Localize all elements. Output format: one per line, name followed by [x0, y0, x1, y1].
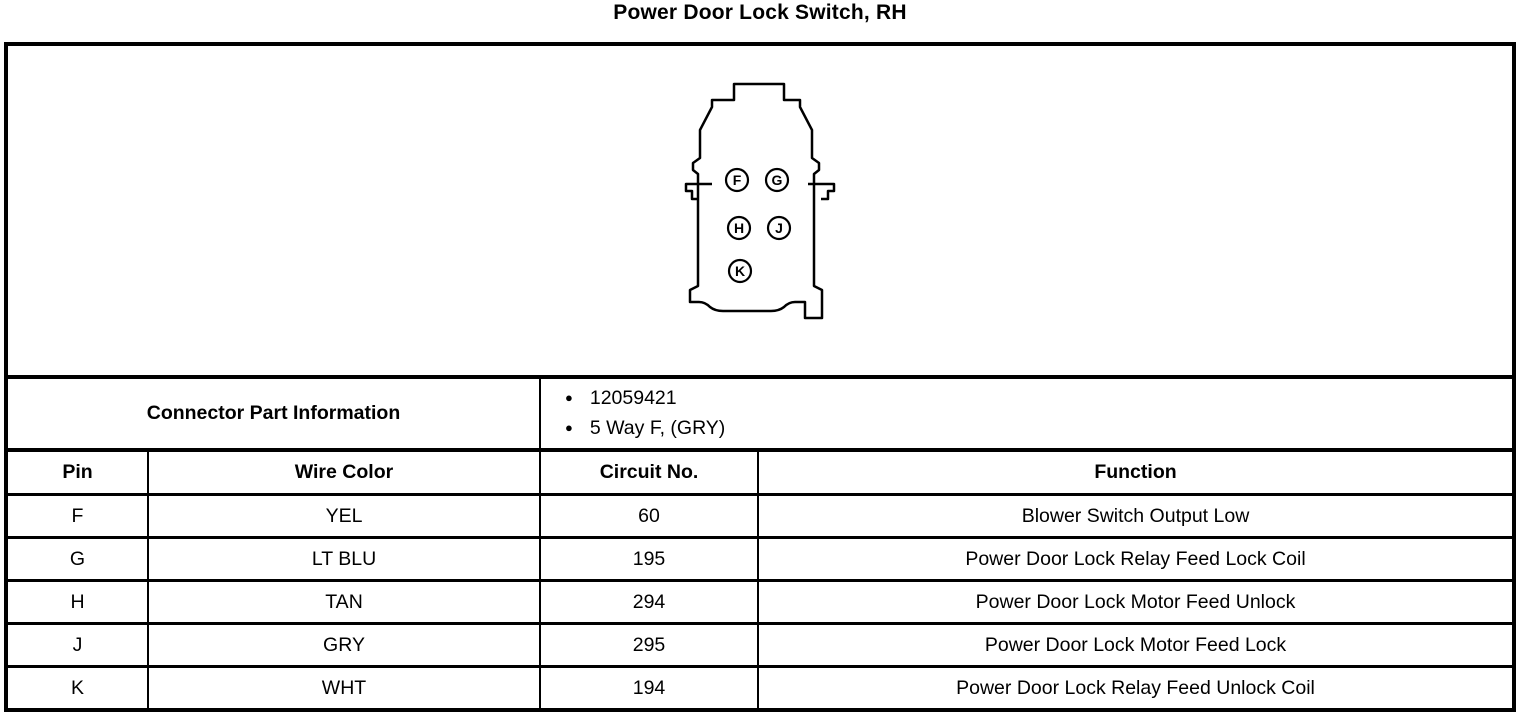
connector-diagram: F G H J K	[684, 82, 836, 320]
pin-g-label: G	[772, 172, 783, 188]
table-row: H TAN 294 Power Door Lock Motor Feed Unl…	[5, 579, 1515, 625]
circuit-no-cell: 294	[539, 579, 759, 625]
pin-g: G	[764, 167, 790, 193]
table-row: J GRY 295 Power Door Lock Motor Feed Loc…	[5, 622, 1515, 668]
function-cell: Power Door Lock Relay Feed Unlock Coil	[757, 665, 1515, 712]
header-circuit-no: Circuit No.	[539, 448, 759, 496]
pin-h-label: H	[734, 220, 744, 236]
function-cell: Blower Switch Output Low	[757, 493, 1515, 539]
pin-cell: G	[5, 536, 149, 582]
wire-color-cell: TAN	[147, 579, 541, 625]
pin-f: F	[724, 167, 750, 193]
bullet-icon: ●	[565, 420, 573, 435]
header-pin: Pin	[5, 448, 149, 496]
table-row: F YEL 60 Blower Switch Output Low	[5, 493, 1515, 539]
pin-cell: K	[5, 665, 149, 712]
pin-cell: J	[5, 622, 149, 668]
connector-table: F G H J K	[4, 42, 1516, 712]
function-cell: Power Door Lock Motor Feed Unlock	[757, 579, 1515, 625]
connector-outline	[688, 82, 824, 320]
pin-f-label: F	[733, 172, 742, 188]
circuit-no-cell: 194	[539, 665, 759, 712]
diagram-row: F G H J K	[5, 42, 1515, 379]
table-row: K WHT 194 Power Door Lock Relay Feed Unl…	[5, 665, 1515, 712]
wire-color-cell: GRY	[147, 622, 541, 668]
pin-h: H	[726, 215, 752, 241]
pin-j-label: J	[775, 220, 783, 236]
table-row: G LT BLU 195 Power Door Lock Relay Feed …	[5, 536, 1515, 582]
connector-part-info-values: ● 12059421 ● 5 Way F, (GRY)	[539, 375, 1515, 452]
wire-color-cell: WHT	[147, 665, 541, 712]
function-cell: Power Door Lock Relay Feed Lock Coil	[757, 536, 1515, 582]
circuit-no-cell: 195	[539, 536, 759, 582]
bullet-icon: ●	[565, 390, 573, 405]
connector-part-info-row: Connector Part Information ● 12059421 ● …	[5, 375, 1515, 452]
pin-k: K	[727, 258, 753, 284]
pin-cell: F	[5, 493, 149, 539]
left-wing-icon	[684, 182, 712, 201]
connector-type: 5 Way F, (GRY)	[589, 417, 726, 439]
part-info-item: ● 5 Way F, (GRY)	[565, 417, 725, 440]
function-cell: Power Door Lock Motor Feed Lock	[757, 622, 1515, 668]
pin-k-label: K	[735, 263, 745, 279]
circuit-no-cell: 295	[539, 622, 759, 668]
pin-cell: H	[5, 579, 149, 625]
wire-color-cell: YEL	[147, 493, 541, 539]
right-wing-icon	[808, 182, 836, 201]
header-function: Function	[757, 448, 1515, 496]
part-info-item: ● 12059421	[565, 387, 677, 410]
table-header-row: Pin Wire Color Circuit No. Function	[5, 448, 1515, 496]
circuit-no-cell: 60	[539, 493, 759, 539]
connector-diagram-cell: F G H J K	[5, 42, 1515, 379]
wire-color-cell: LT BLU	[147, 536, 541, 582]
pin-j: J	[766, 215, 792, 241]
header-wire-color: Wire Color	[147, 448, 541, 496]
page-title: Power Door Lock Switch, RH	[613, 1, 907, 24]
part-number: 12059421	[589, 387, 677, 409]
connector-part-info-label: Connector Part Information	[5, 375, 541, 452]
